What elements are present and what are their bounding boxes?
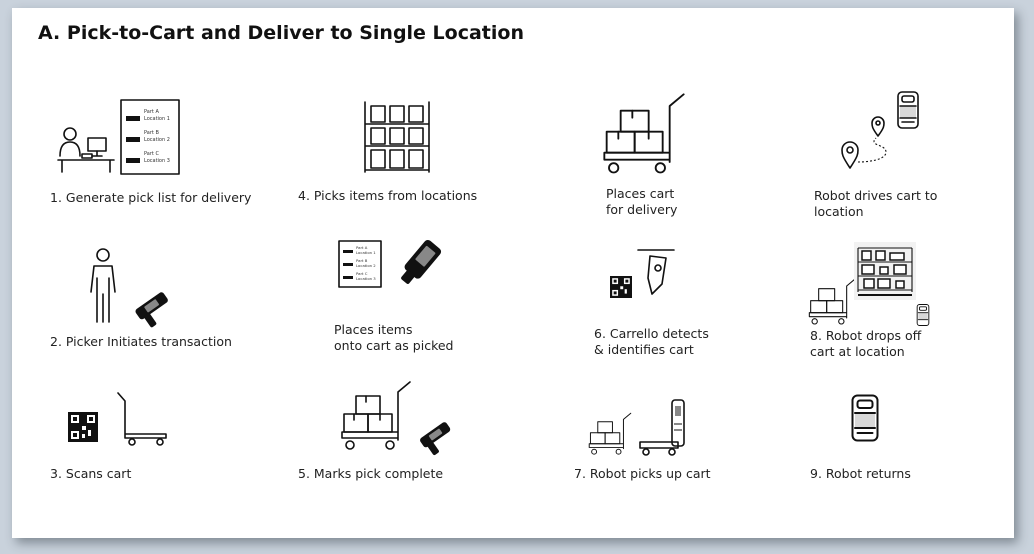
person-icon (90, 248, 116, 323)
loaded-cart-icon (808, 278, 856, 325)
step-5-caption: 5. Marks pick complete (298, 466, 444, 481)
pick-list-icon: Part A Location 1 Part B Location 2 Part… (120, 99, 180, 175)
handheld-scanner-icon (135, 292, 168, 328)
svg-text:Location 3: Location 3 (356, 276, 376, 281)
loaded-cart-icon (341, 381, 411, 450)
robot-icon (851, 394, 879, 442)
step-8-caption: 8. Robot drops off cart at location (810, 328, 922, 359)
step-5b-caption: Places cart for delivery (606, 186, 678, 217)
robot-lifting-cart-icon (639, 399, 685, 456)
pick-list-icon: Part A Location 1 Part B Location 2 Part… (338, 240, 382, 288)
svg-text:Location 1: Location 1 (144, 116, 170, 122)
storage-area-icon (854, 242, 916, 300)
step-1-caption: 1. Generate pick list for delivery (50, 190, 252, 205)
sensor-icon (637, 249, 675, 295)
svg-text:Part B: Part B (144, 130, 159, 136)
qr-code-icon (610, 276, 632, 298)
step-2-caption: 2. Picker Initiates transaction (50, 334, 232, 349)
workstation-icon (57, 127, 115, 173)
step-7b-caption: Robot drives cart to location (814, 188, 938, 219)
step-3-caption: 3. Scans cart (50, 466, 132, 481)
svg-text:Part A: Part A (356, 245, 368, 250)
svg-text:Part C: Part C (144, 151, 159, 157)
robot-icon (897, 91, 919, 129)
svg-text:Location 3: Location 3 (144, 158, 170, 164)
robot-icon (916, 304, 930, 326)
qr-code-icon (68, 412, 98, 442)
step-4-caption: 4. Picks items from locations (298, 188, 478, 203)
loaded-cart-icon (588, 412, 632, 455)
step-9-caption: 9. Robot returns (810, 466, 911, 481)
svg-text:Location 1: Location 1 (356, 250, 376, 255)
svg-text:Part A: Part A (144, 109, 159, 115)
svg-text:Part C: Part C (356, 271, 368, 276)
shelving-icon (364, 101, 430, 173)
cart-icon (117, 392, 167, 446)
diagram-title: A. Pick-to-Cart and Deliver to Single Lo… (38, 22, 524, 44)
step-7-caption: 7. Robot picks up cart (574, 466, 711, 481)
loaded-cart-icon (603, 93, 685, 174)
svg-text:Part B: Part B (356, 258, 368, 263)
handheld-scanner-icon (420, 422, 451, 455)
step-6-caption: 6. Carrello detects & identifies cart (594, 326, 709, 357)
svg-text:Location 2: Location 2 (356, 263, 376, 268)
route-pins-icon (841, 116, 887, 169)
svg-text:Location 2: Location 2 (144, 137, 170, 143)
step-4b-caption: Places items onto cart as picked (334, 322, 454, 353)
process-diagram-card: A. Pick-to-Cart and Deliver to Single Lo… (12, 8, 1014, 538)
handheld-scanner-icon (401, 239, 442, 284)
